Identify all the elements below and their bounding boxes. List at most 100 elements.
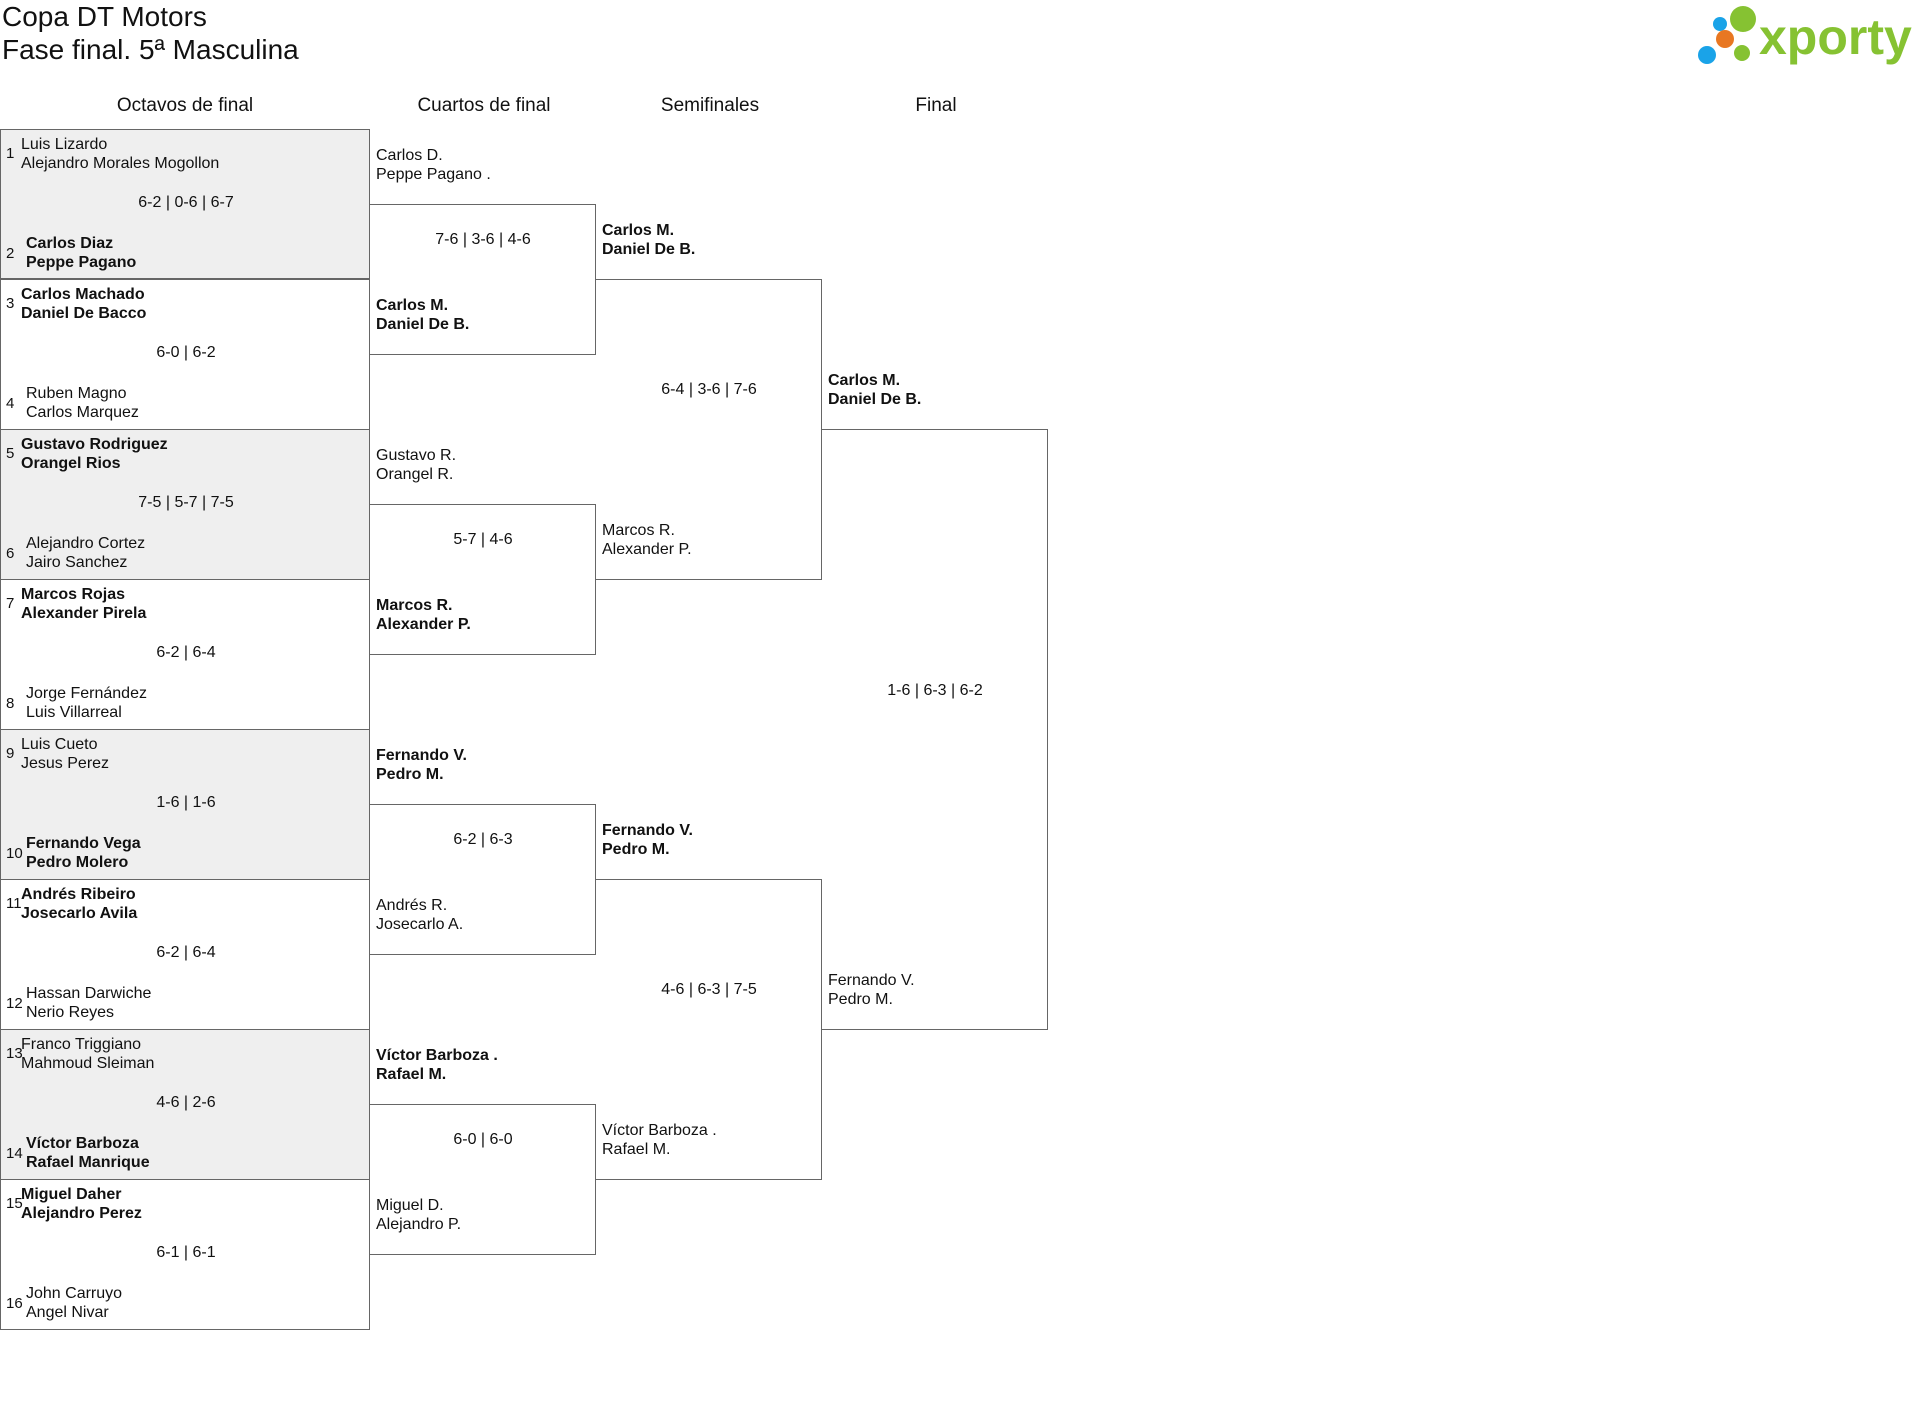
seed-number: 15 <box>6 1195 23 1212</box>
team-bottom-player-2: Pedro Molero <box>26 854 129 871</box>
team-bottom-player-2: Carlos Marquez <box>26 404 139 421</box>
round-header-octavos: Octavos de final <box>116 95 254 116</box>
team-top-player-2: Jesus Perez <box>21 755 110 772</box>
logo-wordmark: xporty <box>1759 9 1912 65</box>
cuartos-team-bottom-player-2: Daniel De B. <box>376 316 470 333</box>
team-top-player-1: Marcos Rojas <box>21 586 126 603</box>
team-top-player-1: Franco Triggiano <box>21 1036 142 1053</box>
logo-dot-green-small <box>1734 45 1750 61</box>
team-bottom-player-1: Jorge Fernández <box>26 685 147 702</box>
semis-team-bottom-player-2: Alexander P. <box>602 541 692 558</box>
team-bottom-player-2: Jairo Sanchez <box>26 554 128 571</box>
team-bottom-player-2: Peppe Pagano <box>26 254 137 271</box>
team-bottom-player-1: Ruben Magno <box>26 385 127 402</box>
cuartos-score: 5-7 | 4-6 <box>453 531 513 548</box>
semis-team-bottom-player-1: Marcos R. <box>602 522 675 539</box>
cuartos-team-bottom-player-1: Andrés R. <box>376 897 448 914</box>
cuartos-team-bottom-player-1: Marcos R. <box>376 597 453 614</box>
team-top-player-1: Andrés Ribeiro <box>21 886 136 903</box>
cuartos-score: 6-2 | 6-3 <box>453 831 513 848</box>
final-connector <box>822 429 1048 1030</box>
cuartos-score: 7-6 | 3-6 | 4-6 <box>435 231 531 248</box>
round-header-final: Final <box>915 95 957 116</box>
semis-team-top-player-1: Carlos M. <box>602 222 675 239</box>
seed-number: 16 <box>6 1295 23 1312</box>
match-score: 7-5 | 5-7 | 7-5 <box>138 494 234 511</box>
team-top-player-2: Orangel Rios <box>21 455 121 472</box>
tournament-title: Copa DT Motors <box>2 1 207 32</box>
round-header-semis: Semifinales <box>660 95 760 116</box>
semis-team-bottom: Marcos R. Alexander P. <box>602 521 692 559</box>
category-subtitle: Fase final. 5ª Masculina <box>2 34 299 65</box>
cuartos-connector <box>370 1104 596 1255</box>
cuartos-team-top-player-1: Gustavo R. <box>376 447 457 464</box>
seed-number: 6 <box>6 545 15 562</box>
semis-score: 4-6 | 6-3 | 7-5 <box>661 981 757 998</box>
team-top-player-1: Miguel Daher <box>21 1186 122 1203</box>
seed-number: 5 <box>6 445 15 462</box>
team-bottom-player-1: Alejandro Cortez <box>26 535 146 552</box>
cuartos-connector <box>370 504 596 655</box>
semis-team-bottom-player-2: Rafael M. <box>602 1141 671 1158</box>
cuartos-team-top-player-2: Peppe Pagano . <box>376 166 491 183</box>
cuartos-team-top: Víctor Barboza .Rafael M. <box>376 1046 498 1084</box>
semis-connector <box>596 879 822 1180</box>
team-top-player-1: Luis Lizardo <box>21 136 108 153</box>
cuartos-connector <box>370 204 596 355</box>
cuartos-team-bottom: Carlos M. Daniel De B. <box>376 296 469 334</box>
match-score: 6-0 | 6-2 <box>156 344 216 361</box>
team-top-player-1: Carlos Machado <box>21 286 145 303</box>
cuartos-team-top: Fernando V.Pedro M. <box>376 746 467 784</box>
cuartos-team-bottom-player-1: Carlos M. <box>376 297 449 314</box>
semis-score: 6-4 | 3-6 | 7-6 <box>661 381 757 398</box>
cuartos-team-bottom-player-2: Josecarlo A. <box>376 916 464 933</box>
seed-number: 9 <box>6 745 15 762</box>
team-bottom-player-1: John Carruyo <box>26 1285 123 1302</box>
logo-dot-blue-top <box>1713 17 1727 31</box>
seed-number: 2 <box>6 245 15 262</box>
match-score: 6-2 | 6-4 <box>156 944 216 961</box>
seed-number: 8 <box>6 695 15 712</box>
cuartos-team-bottom-player-2: Alexander P. <box>376 616 471 633</box>
team-top-player-2: Mahmoud Sleiman <box>21 1055 155 1072</box>
final-team-bottom-player-2: Pedro M. <box>828 991 893 1008</box>
match-score: 6-2 | 0-6 | 6-7 <box>138 194 234 211</box>
team-bottom-player-1: Víctor Barboza <box>26 1135 139 1152</box>
cuartos-team-bottom-player-2: Alejandro P. <box>376 1216 462 1233</box>
team-bottom-player-1: Fernando Vega <box>26 835 141 852</box>
team-top-player-2: Josecarlo Avila <box>21 905 138 922</box>
cuartos-team-top-player-2: Orangel R. <box>376 466 454 483</box>
team-bottom-player-1: Hassan Darwiche <box>26 985 152 1002</box>
semis-connector <box>596 279 822 580</box>
seed-number: 14 <box>6 1145 23 1162</box>
xporty-logo: xporty <box>1698 6 1912 65</box>
logo-dot-green-big <box>1730 6 1756 32</box>
seed-number: 13 <box>6 1045 23 1062</box>
semis-team-top-player-1: Fernando V. <box>602 822 693 839</box>
seed-number: 11 <box>6 895 22 912</box>
cuartos-team-bottom: Andrés R. Josecarlo A. <box>376 896 463 934</box>
cuartos-connector <box>370 804 596 955</box>
semis-team-top: Fernando V.Pedro M. <box>602 821 693 859</box>
seed-number: 12 <box>6 995 23 1012</box>
match-score: 6-1 | 6-1 <box>156 1244 216 1261</box>
semis-team-bottom-player-1: Víctor Barboza . <box>602 1122 717 1139</box>
team-bottom-player-2: Nerio Reyes <box>26 1004 115 1021</box>
final-team-bottom-player-1: Fernando V. <box>828 972 915 989</box>
